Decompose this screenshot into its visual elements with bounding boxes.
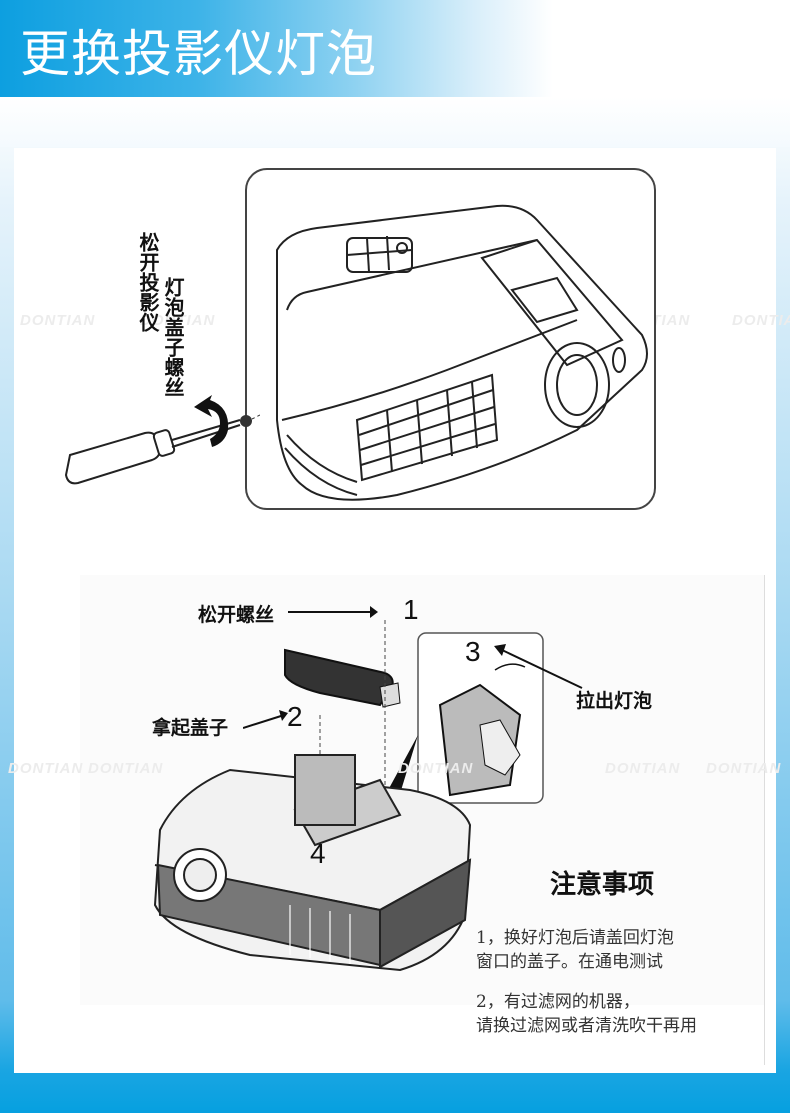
- lamp-removal-illustration: [80, 575, 765, 1005]
- callout-loosen-screw: 松开螺丝: [198, 604, 275, 626]
- note-1-line-1: 1，换好灯泡后请盖回灯泡: [476, 928, 674, 948]
- step-number-2: 2: [287, 701, 303, 732]
- watermark: DONTIAN: [88, 760, 164, 777]
- page-header: 更换投影仪灯泡: [0, 0, 790, 97]
- page-title: 更换投影仪灯泡: [20, 25, 377, 83]
- callout-pull-lamp: 拉出灯泡: [576, 690, 653, 712]
- step-number-4: 4: [310, 838, 326, 869]
- note-2-line-1: 2，有过滤网的机器，: [476, 992, 640, 1012]
- note-item-2: 2，有过滤网的机器， 请换过滤网或者清洗吹干再用: [476, 990, 697, 1038]
- step-number-3: 3: [465, 636, 481, 667]
- divider: [764, 575, 765, 1065]
- watermark: DONTIAN: [140, 312, 216, 329]
- notes-title: 注意事项: [550, 870, 655, 900]
- note-item-1: 1，换好灯泡后请盖回灯泡 窗口的盖子。在通电测试: [476, 926, 674, 974]
- watermark: DONTIAN: [20, 312, 96, 329]
- arrow-right-icon: [243, 710, 288, 729]
- step-one-label-col2: 灯泡盖子螺丝: [161, 277, 185, 397]
- watermark: DONTIAN: [8, 760, 84, 777]
- callout-lift-cover: 拿起盖子: [152, 717, 229, 739]
- projector-illustration-frame: [245, 168, 656, 510]
- screw-icon: [240, 415, 252, 427]
- screwdriver-illustration: [64, 395, 260, 485]
- lamp-cover-illustration: [284, 648, 401, 708]
- projector-top-illustration: [276, 204, 648, 501]
- arrow-right-icon: [288, 606, 378, 618]
- watermark: DONTIAN: [732, 312, 790, 329]
- watermark: DONTIAN: [706, 760, 782, 777]
- watermark: DONTIAN: [605, 760, 681, 777]
- note-1-line-2: 窗口的盖子。在通电测试: [476, 952, 663, 972]
- header-fade: [0, 97, 790, 147]
- step-one-label-col1: 松开投影仪: [136, 232, 160, 332]
- arrow-left-icon: [494, 644, 583, 689]
- note-2-line-2: 请换过滤网或者清洗吹干再用: [476, 1016, 697, 1036]
- step-number-1: 1: [403, 594, 419, 625]
- rotate-arrow-icon: [194, 395, 229, 447]
- watermark: DONTIAN: [398, 760, 474, 777]
